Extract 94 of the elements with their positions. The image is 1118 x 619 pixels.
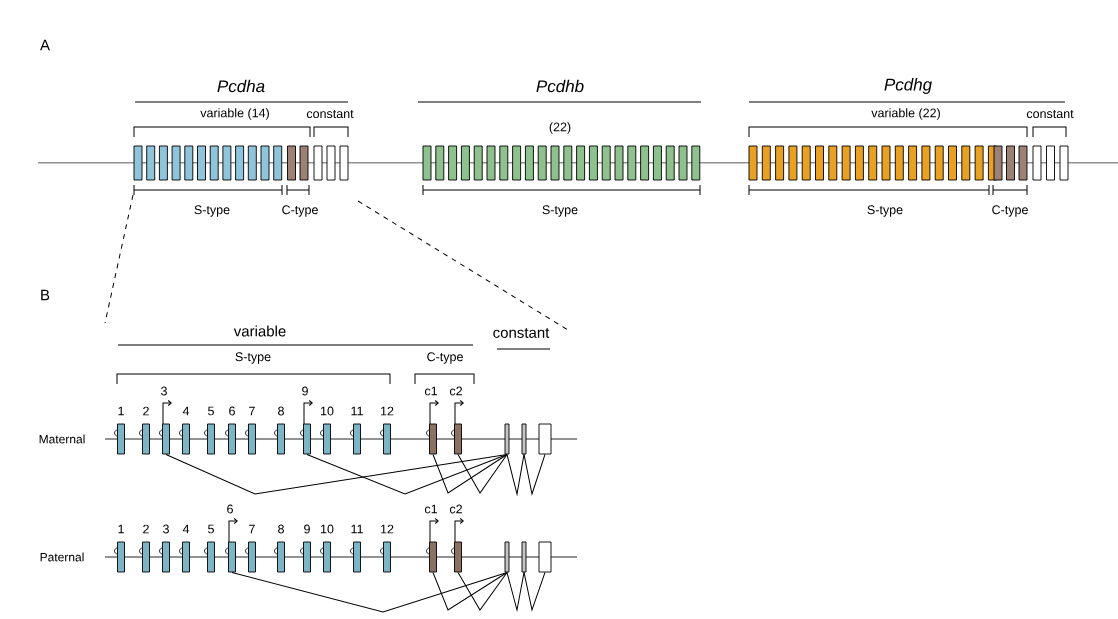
gene-name: Pcdhb [536,79,584,93]
exon-box [162,541,170,573]
exon-number: 3 [163,524,169,534]
exon-box [277,423,285,455]
exon-number: 10 [321,406,334,416]
type-label: S-type [542,205,578,217]
exon-box [117,423,125,455]
exon-box [207,423,215,455]
splice-line [165,453,508,495]
exon-box [353,541,361,573]
exon-box [383,541,391,573]
region-label: (22) [549,122,571,134]
type-label: C-type [992,205,1028,217]
exon-number: 3 [161,386,167,396]
splice-line [231,571,508,613]
type-label: C-type [427,352,463,364]
splice-line [506,453,525,495]
exon-number: 7 [249,406,255,416]
type-label: C-type [282,205,318,217]
exon-number: 1 [118,524,124,534]
exon-box [228,423,236,455]
exon-box [303,541,311,573]
type-label: S-type [867,205,903,217]
region-label: variable (14) [200,108,269,120]
exon-box [429,423,437,455]
exon-box [504,541,510,573]
exon-box [117,541,125,573]
exon-number: 4 [182,524,190,534]
exon-number: 9 [302,386,308,396]
exon-number: c2 [449,504,462,514]
gene-name: Pcdha [217,79,265,93]
exon-box [538,541,552,573]
exon-box [538,423,552,455]
exon-number: 4 [182,406,190,416]
region-label: variable [233,325,286,337]
exon-number: 9 [304,524,310,534]
splice-line [523,453,546,495]
exon-box [207,541,215,573]
exon-box [142,423,150,455]
exon-box [323,541,331,573]
region-label: constant [493,328,550,338]
exon-number: c2 [449,386,462,396]
splice-line [457,453,508,494]
exon-box [323,423,331,455]
exon-number: 11 [351,524,363,534]
exon-box [303,423,311,455]
exon-number: 6 [227,504,233,514]
splice-line [432,453,508,494]
exon-number: 2 [143,406,149,416]
type-label: S-type [194,205,230,217]
exon-number: 5 [208,524,214,534]
exon-box [248,541,256,573]
exon-box [454,423,462,455]
allele-label: Maternal [39,434,85,444]
exon-number: 5 [208,406,214,416]
exon-number: 2 [143,524,149,534]
exon-box [182,423,190,455]
exon-number: c1 [424,386,437,396]
splice-line [432,571,508,611]
exon-number: 8 [278,406,284,416]
exon-box [142,541,150,573]
exon-number: 12 [381,406,394,416]
exon-box [521,423,527,455]
exon-number: 1 [118,406,124,416]
panel-letter: B [41,289,50,301]
exon-box [429,541,437,573]
exon-box [228,541,236,573]
exon-box [162,423,170,455]
exon-box [277,541,285,573]
region-label: constant [306,109,354,119]
exon-number: 11 [351,406,363,416]
exon-box [182,541,190,573]
exon-box [504,423,510,455]
allele-label: Paternal [40,552,84,562]
exon-number: 6 [229,406,235,416]
exon-box [353,423,361,455]
exon-number: 7 [249,524,255,534]
type-label: S-type [235,352,271,364]
exon-box [521,541,527,573]
region-label: constant [1026,109,1074,119]
exon-number: c1 [424,504,437,514]
exon-number: 12 [381,524,394,534]
gene-name: Pcdhg [884,78,932,94]
splice-line [457,571,508,611]
splice-line [306,453,508,495]
exon-number: 8 [278,524,284,534]
exon-box [454,541,462,573]
panel-letter: A [40,39,50,51]
exon-box [248,423,256,455]
exon-box [383,423,391,455]
exon-number: 10 [321,524,334,534]
region-label: variable (22) [871,108,940,120]
splice-line [523,571,546,611]
splice-line [506,571,525,611]
